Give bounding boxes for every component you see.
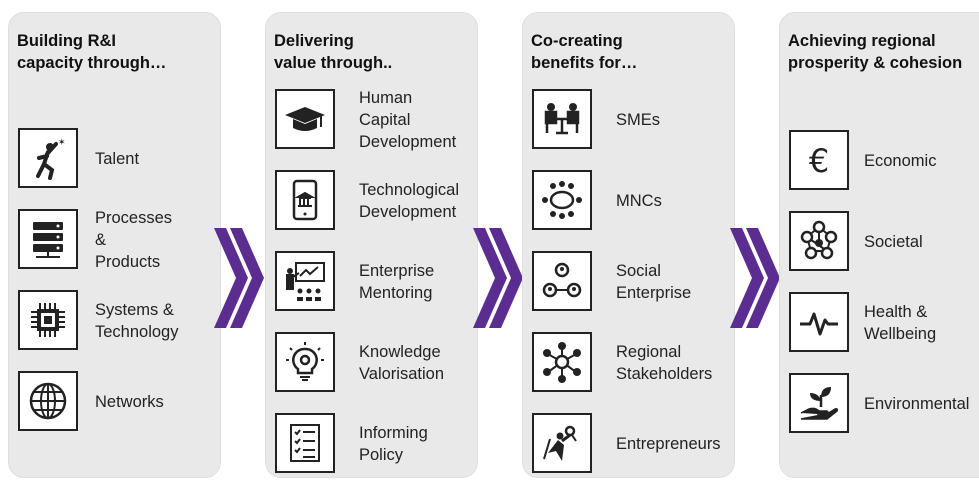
panel-title: Building R&I capacity through… [17,32,167,72]
panel-title: Achieving regional prosperity & cohesion [788,32,963,72]
chevron-arrow-icon [473,228,523,328]
graduation-cap-icon [275,89,335,149]
smartphone-bank-icon [275,170,335,230]
item-label: Environmental [864,395,970,413]
panel-benefits: Co-creating benefits for… SMEs MNCs Soci… [522,12,735,478]
checklist-icon [275,413,335,473]
item-label: Networks [95,393,164,411]
svg-text:€: € [809,142,829,180]
item-label: Regional Stakeholders [616,343,713,383]
panel-title: Co-creating benefits for… [531,32,638,72]
item-label: Human Capital Development [359,89,457,151]
item-label: Entrepreneurs [616,435,721,453]
globe-icon [18,371,78,431]
microchip-icon [18,290,78,350]
euro-icon: € [789,130,849,190]
svg-text:✶: ✶ [58,137,66,147]
item-label: Knowledge Valorisation [359,343,444,383]
item-label: Economic [864,152,937,170]
item-label: Technological Development [359,181,459,221]
item-label: Health & Wellbeing [864,303,937,343]
community-network-icon [789,211,849,271]
panel-value: Delivering value through.. Human Capital… [265,12,478,478]
item-label: SMEs [616,111,661,129]
panel-capacity: Building R&I capacity through… ✶ Talent … [8,12,221,478]
item-label: Systems & Technology [95,301,179,341]
athlete-reaching-star-icon: ✶ [18,128,78,188]
item-label: Social Enterprise [616,262,692,302]
presenter-board-icon [275,251,335,311]
chevron-arrow-icon [214,228,264,328]
superhero-icon [532,413,592,473]
hub-network-icon [532,332,592,392]
chevron-arrow-icon [730,228,780,328]
item-label: Talent [95,150,140,168]
hand-plant-icon [789,373,849,433]
server-rack-icon [18,209,78,269]
heartbeat-icon [789,292,849,352]
people-network-icon [532,251,592,311]
item-label: Informing Policy [359,424,428,464]
item-label: Enterprise Mentoring [359,262,435,302]
lightbulb-gear-icon [275,332,335,392]
panel-prosperity: Achieving regional prosperity & cohesion… [779,12,979,478]
item-label: MNCs [616,192,662,210]
panel-title: Delivering value through.. [274,32,393,72]
item-label: Societal [864,233,923,251]
boardroom-icon [532,170,592,230]
item-label: Processes & Products [95,209,173,271]
meeting-table-icon [532,89,592,149]
